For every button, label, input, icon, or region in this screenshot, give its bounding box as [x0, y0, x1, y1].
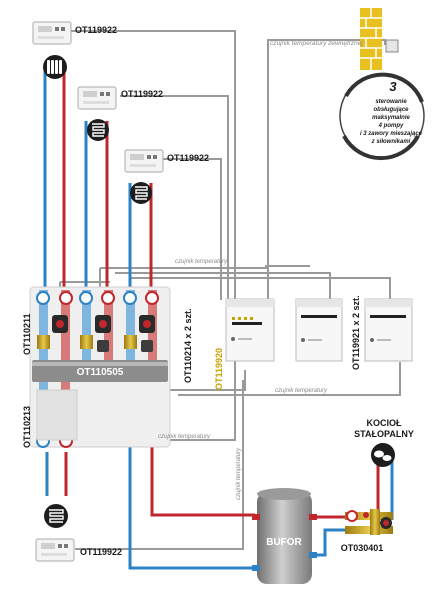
- floor-heating-icon: [87, 119, 109, 141]
- return-pipes: [43, 66, 345, 570]
- thermostat-code: OT119922: [80, 547, 122, 557]
- boiler-valve-group: [345, 509, 393, 535]
- main-controller: [225, 298, 275, 362]
- room-thermostat: [124, 149, 164, 173]
- hydraulic-station: [29, 286, 171, 448]
- badge-line: maksymalnie: [372, 115, 410, 121]
- badge-number: 3: [389, 79, 397, 94]
- outdoor-sensor: [385, 39, 399, 53]
- valve-group-code: OT030401: [341, 543, 384, 553]
- thermostat-code: OT119922: [167, 153, 209, 163]
- solid-fuel-icon: [371, 443, 395, 467]
- module-code-manifold: OT110505: [77, 367, 124, 378]
- badge-line: obsługujące: [373, 107, 409, 113]
- badge-line: sterowanie: [375, 99, 407, 105]
- floor-heating-icon: [130, 182, 152, 204]
- controller-code: OT119920: [214, 348, 224, 390]
- buffer-tank: [252, 488, 317, 584]
- badge-line: 4 pompy: [378, 123, 404, 129]
- expansion-module: [364, 298, 413, 362]
- sensor-label-bottom: czujnik temperatury: [158, 434, 211, 440]
- radiator-icon: [43, 55, 67, 79]
- room-thermostat: [32, 21, 72, 45]
- sensor-label-middle: czujnik temperatury: [275, 388, 328, 394]
- room-thermostat: [77, 86, 117, 110]
- module-code-mixing-group: OT110214 x 2 szt.: [183, 308, 193, 383]
- floor-heating-icon: [44, 504, 68, 528]
- sensor-label-top: czujnik temperatury: [175, 259, 228, 265]
- module-code-left-top: OT110211: [22, 313, 32, 355]
- buffer-label: BUFOR: [266, 537, 302, 548]
- controller-info-badge: [339, 72, 425, 161]
- expansion-code: OT119921 x 2 szt.: [351, 295, 361, 370]
- supply-pipes: [62, 66, 380, 519]
- boiler-label-line2: STAŁOPALNY: [354, 429, 414, 439]
- sensor-label-outdoor: czujnik temperatury zewnętrznej: [270, 40, 363, 47]
- thermostat-code: OT119922: [121, 89, 163, 99]
- thermostat-code: OT119922: [75, 25, 117, 35]
- badge-line: z siłownikami: [371, 139, 411, 145]
- outdoor-wall: [360, 8, 382, 70]
- boiler-label-line1: KOCIOŁ: [367, 418, 403, 428]
- room-thermostat: [35, 538, 75, 562]
- control-wiring: [40, 30, 401, 550]
- module-code-left-bottom: OT110213: [22, 406, 32, 448]
- sensor-label-vertical: czujnik temperatury: [236, 447, 242, 500]
- expansion-module: [295, 298, 343, 362]
- badge-line: i 3 zawory mieszające: [360, 131, 423, 137]
